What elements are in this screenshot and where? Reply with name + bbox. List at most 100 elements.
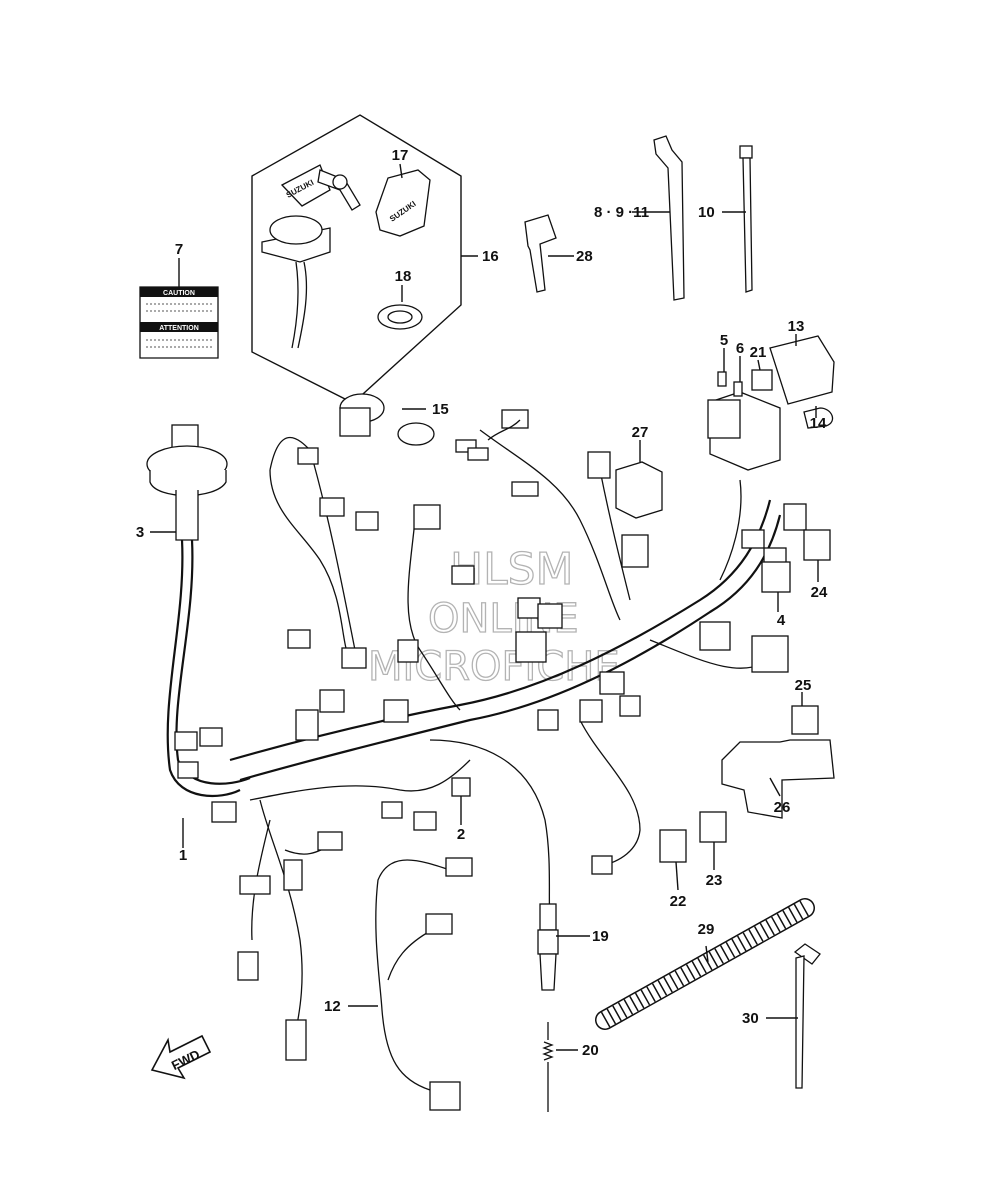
bracket-13 xyxy=(769,335,835,405)
cable-tie-10 xyxy=(742,157,753,293)
ring-nut-hole xyxy=(387,310,413,324)
callout-30: 30 xyxy=(742,1010,759,1027)
caution-text: CAUTION xyxy=(163,290,195,297)
switch-lead-2 xyxy=(297,261,308,349)
sub-harness-12 xyxy=(348,857,473,1111)
switch-lead xyxy=(291,261,299,349)
top-leads xyxy=(455,409,539,497)
sensor-lead xyxy=(429,739,551,921)
tie-clip xyxy=(793,943,821,965)
callout-23: 23 xyxy=(706,872,723,889)
connector-3-sleeve xyxy=(175,490,199,541)
relay-27 xyxy=(615,440,663,519)
harness-branch-right-down xyxy=(579,719,641,867)
connector xyxy=(355,511,379,531)
attention-text: ATTENTION xyxy=(159,325,199,332)
attention-header-bar xyxy=(140,322,218,332)
key-ring-icon xyxy=(332,174,348,190)
callout-13: 13 xyxy=(788,318,805,335)
bracket-26 xyxy=(659,739,835,891)
main-harness-trunk xyxy=(166,539,241,798)
callout-14: 14 xyxy=(810,415,827,432)
harness-branch-bottom xyxy=(259,799,303,1031)
harness-spine xyxy=(229,499,772,762)
callout-1: 1 xyxy=(179,847,187,864)
callout-labels: 1 2 3 4 5 6 7 8 · 9 ·11 10 12 13 14 15 1… xyxy=(136,147,828,1059)
spring-20 xyxy=(542,1041,554,1061)
callout-20: 20 xyxy=(582,1042,599,1059)
power-socket xyxy=(339,393,435,446)
callout-27: 27 xyxy=(632,424,649,441)
corrugated-tube-29 xyxy=(595,898,815,1030)
harness-branch-upper-left xyxy=(269,436,356,651)
callout-17: 17 xyxy=(392,147,409,164)
callout-16: 16 xyxy=(482,248,499,265)
connector xyxy=(174,731,198,751)
connector xyxy=(587,451,611,479)
ignition-knob xyxy=(280,164,331,207)
fwd-arrow: FWD xyxy=(150,1034,212,1080)
callout-10: 10 xyxy=(698,204,715,221)
fuse-6 xyxy=(733,381,743,397)
mounting-bracket xyxy=(721,739,835,819)
fuse-5 xyxy=(717,371,727,387)
harness-branch-upper-right xyxy=(479,429,621,621)
relay-body xyxy=(615,461,663,519)
callout-4: 4 xyxy=(777,612,786,629)
main-connector xyxy=(146,424,251,798)
clamp-14 xyxy=(803,407,834,429)
cable-tie-10-head xyxy=(739,145,753,159)
group-outline xyxy=(251,114,462,404)
right-connectors xyxy=(777,529,831,735)
callout-22: 22 xyxy=(670,893,687,910)
harness-branch-lower xyxy=(249,759,471,801)
leader-26 xyxy=(769,777,781,797)
connector-24 xyxy=(803,529,831,561)
connector-25 xyxy=(791,705,819,735)
cable-ties xyxy=(632,135,753,301)
callout-7: 7 xyxy=(175,241,183,258)
fwd-arrow-icon xyxy=(150,1034,212,1080)
callout-5: 5 xyxy=(720,332,728,349)
callout-6: 6 xyxy=(736,340,744,357)
main-harness xyxy=(174,429,807,1061)
cap-2 xyxy=(451,777,471,825)
spare-key xyxy=(524,214,574,293)
callout-18: 18 xyxy=(395,268,412,285)
cable-tie-8-9-11 xyxy=(653,135,685,301)
leader-21 xyxy=(757,359,761,371)
cap xyxy=(451,777,471,797)
callout-8-9-11: 8 · 9 ·11 xyxy=(594,204,649,221)
callout-15: 15 xyxy=(432,401,449,418)
leader-17 xyxy=(399,163,403,179)
socket-cap xyxy=(397,422,435,446)
callout-29: 29 xyxy=(698,921,715,938)
callout-12: 12 xyxy=(324,998,341,1015)
caution-label-card: CAUTION ATTENTION xyxy=(139,258,219,359)
callout-2: 2 xyxy=(457,826,465,843)
cable-tie-30 xyxy=(766,943,821,1089)
sensor-19 xyxy=(537,903,590,1112)
leader-29 xyxy=(705,945,709,963)
caution-header-bar xyxy=(140,287,218,297)
callout-28: 28 xyxy=(576,248,593,265)
sensor-body xyxy=(539,903,557,931)
coupler-23 xyxy=(699,811,727,843)
key-28-icon xyxy=(524,214,557,293)
ignition-switch-barrel xyxy=(269,215,323,245)
fuse-box-lead xyxy=(719,479,742,581)
callout-24: 24 xyxy=(811,584,828,601)
relay-21 xyxy=(751,369,773,391)
sub-harness xyxy=(375,859,451,1091)
callout-26: 26 xyxy=(774,799,791,816)
callout-25: 25 xyxy=(795,677,812,694)
callout-3: 3 xyxy=(136,524,144,541)
callout-21: 21 xyxy=(750,344,767,361)
knob-cap xyxy=(375,169,431,237)
watermark: HLSM ONLINE MICROFICHE xyxy=(367,543,620,690)
tie-strap xyxy=(795,955,805,1089)
leader-22 xyxy=(675,861,679,891)
fuse-box-group xyxy=(707,334,835,471)
